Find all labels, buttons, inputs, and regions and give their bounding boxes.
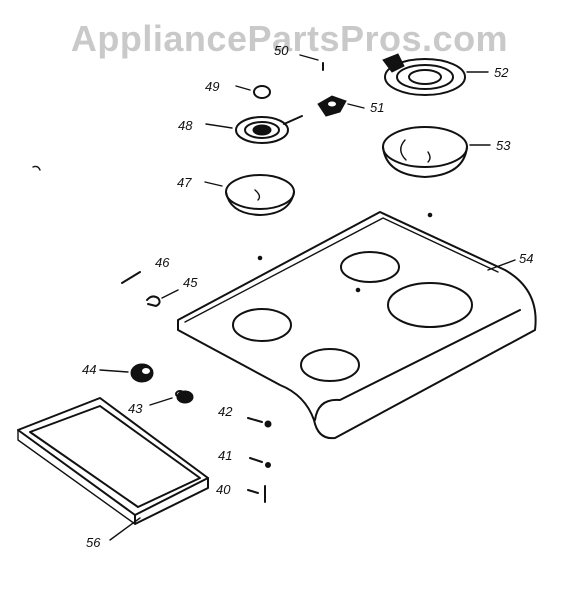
surface-element-part-52[interactable] <box>382 53 489 96</box>
screw-part-46[interactable] <box>121 271 141 284</box>
cooktop-part-54[interactable] <box>177 211 537 440</box>
callout-52: 52 <box>494 65 509 80</box>
drip-pan-part-53[interactable] <box>382 126 491 178</box>
clip-part-45[interactable] <box>146 289 179 307</box>
callout-47: 47 <box>177 175 192 190</box>
watermark: AppliancePartsPros.com <box>70 18 509 59</box>
screw-part-42[interactable] <box>247 417 272 428</box>
callout-50: 50 <box>274 43 289 58</box>
grommet-part-49[interactable] <box>235 85 271 99</box>
callout-48: 48 <box>178 118 193 133</box>
callout-54: 54 <box>519 251 533 266</box>
callout-42: 42 <box>218 404 233 419</box>
knob-insert-part-43[interactable] <box>175 390 194 404</box>
screw-part-41[interactable] <box>249 457 271 468</box>
knob-part-44[interactable] <box>130 363 154 383</box>
callout-51: 51 <box>370 100 384 115</box>
leader-line-43 <box>149 397 173 406</box>
leader-line-54 <box>487 259 516 271</box>
stray-mark <box>32 165 41 171</box>
control-panel-part-56[interactable] <box>17 397 209 525</box>
callout-45: 45 <box>183 275 198 290</box>
callout-40: 40 <box>216 482 231 497</box>
callout-41: 41 <box>218 448 232 463</box>
drip-pan-part-47[interactable] <box>204 174 295 216</box>
callout-43: 43 <box>128 401 143 416</box>
screw-part-40[interactable] <box>247 485 266 503</box>
leader-line-56 <box>109 517 141 541</box>
leader-line-44 <box>99 369 129 373</box>
surface-element-part-48[interactable] <box>205 115 303 144</box>
callout-53: 53 <box>496 138 511 153</box>
callout-56: 56 <box>86 535 101 550</box>
callout-49: 49 <box>205 79 219 94</box>
callout-46: 46 <box>155 255 170 270</box>
leader-line-50 <box>299 54 319 61</box>
callout-44: 44 <box>82 362 96 377</box>
receptacle-part-51[interactable] <box>317 95 365 117</box>
